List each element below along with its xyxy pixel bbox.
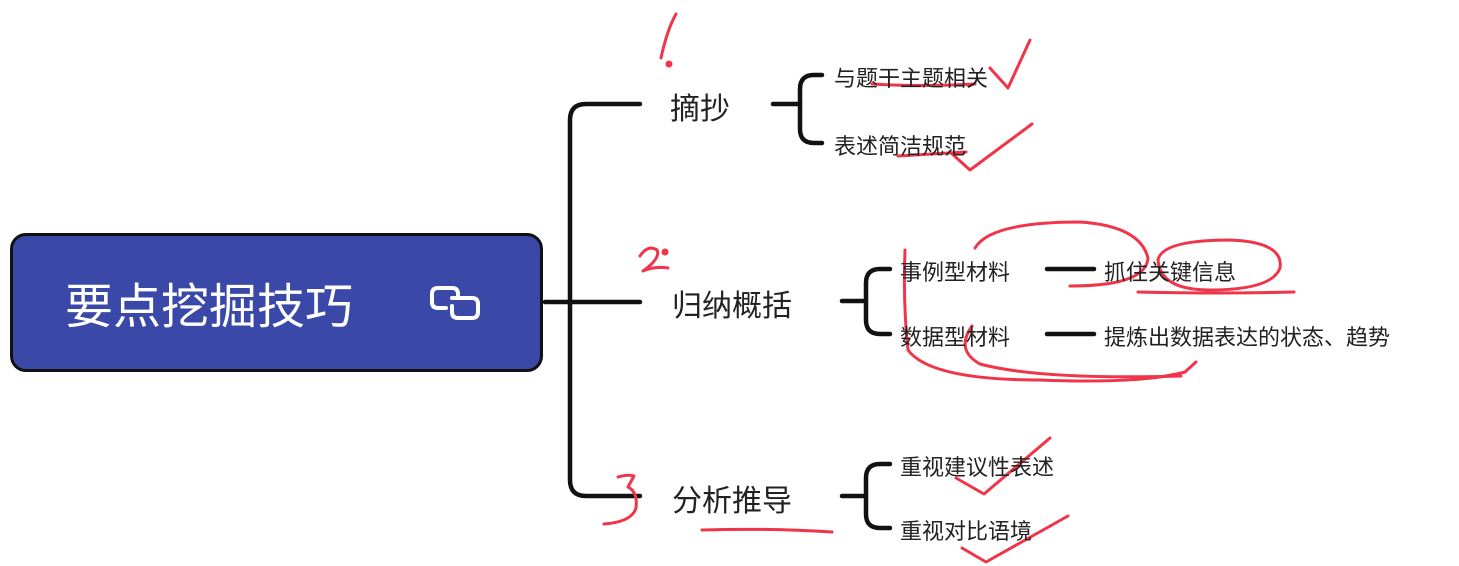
annotation-dot-2 (661, 248, 669, 256)
check-leaf5 (954, 436, 1052, 496)
underline-branch3 (700, 527, 834, 534)
leaf-label-topic-related[interactable]: 与题干主题相关 (834, 67, 989, 92)
leaf-label-contrast[interactable]: 重视对比语境 (900, 520, 1033, 545)
annotation-number-3 (602, 473, 638, 526)
branch2-bracket (863, 266, 893, 337)
underline-key-info (1136, 290, 1296, 295)
leaf-label-suggestion[interactable]: 重视建议性表述 (900, 456, 1055, 481)
circle-key-info (1156, 238, 1282, 292)
leaf-label-data-material[interactable]: 数据型材料 (900, 326, 1011, 351)
annotation-number-2 (638, 246, 670, 273)
underline-leaf2 (896, 150, 968, 158)
check-leaf6 (960, 514, 1070, 564)
leaf-result-data-trend[interactable]: 提炼出数据表达的状态、趋势 (1104, 326, 1391, 351)
annotation-number-1 (659, 12, 678, 60)
annotation-dot-1 (665, 60, 673, 68)
branch1-bracket (797, 72, 825, 146)
check-leaf2 (948, 122, 1034, 172)
branch-label-summarize[interactable]: 归纳概括 (672, 289, 792, 324)
link-icon[interactable] (428, 282, 484, 322)
check-leaf1 (988, 38, 1032, 90)
root-node[interactable] (10, 233, 543, 372)
leaf-label-concise[interactable]: 表述简洁规范 (834, 135, 967, 160)
leaf-result-key-info[interactable]: 抓住关键信息 (1104, 261, 1237, 286)
root-title: 要点挖掘技巧 (65, 279, 354, 335)
leaf-label-case-material[interactable]: 事例型材料 (900, 261, 1011, 286)
branch-label-excerpt[interactable]: 摘抄 (670, 92, 730, 127)
loop-materials (902, 220, 1198, 383)
branch-label-analyze[interactable]: 分析推导 (672, 484, 792, 519)
branch3-bracket (863, 461, 893, 531)
underline-leaf1 (870, 82, 977, 87)
handwritten-annotations (602, 12, 1296, 564)
